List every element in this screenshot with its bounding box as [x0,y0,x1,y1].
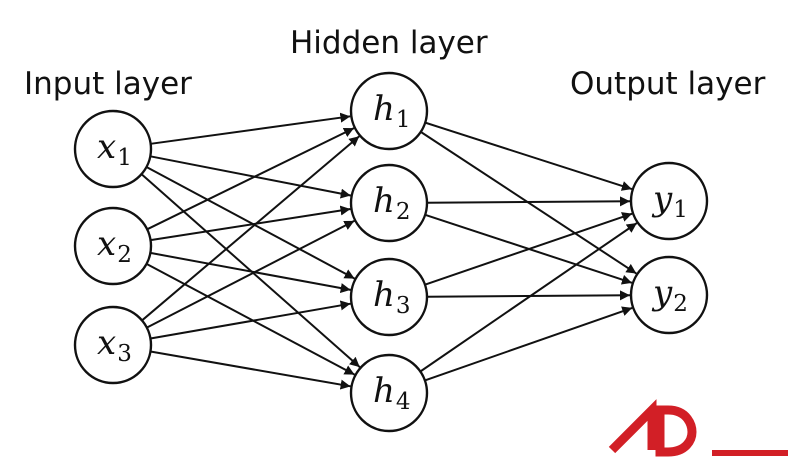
node-label: h2 [373,181,411,225]
edge-x3-to-h3 [150,300,351,340]
node-label: x2 [97,224,132,268]
edge-h3-to-y2 [426,290,631,301]
node-circle [629,161,709,241]
node-h2: h2 [349,163,429,243]
node-label: x3 [97,323,132,367]
node-variable: y [651,179,673,219]
node-label: x1 [97,127,132,171]
node-subscript: 2 [117,242,132,268]
node-variable: h [373,181,395,221]
output-layer-title: Output layer [570,66,766,102]
node-label: y2 [651,273,688,317]
node-h3: h3 [349,257,429,337]
connections [140,112,638,390]
node-circle [349,257,429,337]
ad-logo-icon [608,399,788,457]
node-circle [73,305,153,385]
edge-x3-to-h1 [141,135,360,322]
node-h4: h4 [349,353,429,433]
node-variable: h [373,89,395,129]
node-subscript: 1 [673,197,688,223]
edge-x1-to-h2 [150,155,351,199]
edge-x1-to-h1 [150,112,351,145]
input-layer-title: Input layer [24,66,192,102]
edge-x2-to-h4 [146,262,356,376]
edge-x2-to-h2 [150,205,351,242]
node-variable: x [97,224,116,264]
node-subscript: 2 [396,199,411,225]
node-circle [349,353,429,433]
node-circle [73,109,153,189]
node-variable: h [373,371,395,411]
node-y1: y1 [629,161,709,241]
edge-h4-to-y1 [419,222,638,373]
node-variable: h [373,275,395,315]
node-variable: y [651,273,673,313]
node-subscript: 3 [396,293,411,319]
node-h1: h1 [349,71,429,151]
node-label: h3 [373,275,411,319]
node-subscript: 1 [117,145,132,171]
node-subscript: 1 [396,107,411,133]
node-subscript: 4 [396,389,411,415]
node-circle [73,206,153,286]
node-x1: x1 [73,109,153,189]
edge-x2-to-h3 [150,251,351,294]
node-circle [349,163,429,243]
edge-h4-to-y2 [424,306,633,382]
edge-x2-to-h1 [146,127,355,231]
node-subscript: 3 [117,341,132,367]
node-variable: x [97,127,116,167]
edge-h3-to-y1 [424,212,633,286]
node-subscript: 2 [673,291,688,317]
node-label: h4 [373,371,411,415]
node-circle [629,255,709,335]
hidden-layer-title: Hidden layer [290,25,488,61]
edge-x3-to-h2 [146,219,355,329]
edge-x1-to-h3 [146,166,356,280]
node-x2: x2 [73,206,153,286]
node-label: y1 [651,179,688,223]
node-variable: x [97,323,116,363]
edge-h2-to-y1 [426,196,631,207]
node-circle [349,71,429,151]
edge-h1-to-y1 [424,121,633,191]
node-y2: y2 [629,255,709,335]
node-x3: x3 [73,305,153,385]
node-label: h1 [373,89,411,133]
edge-x3-to-h4 [150,350,351,390]
